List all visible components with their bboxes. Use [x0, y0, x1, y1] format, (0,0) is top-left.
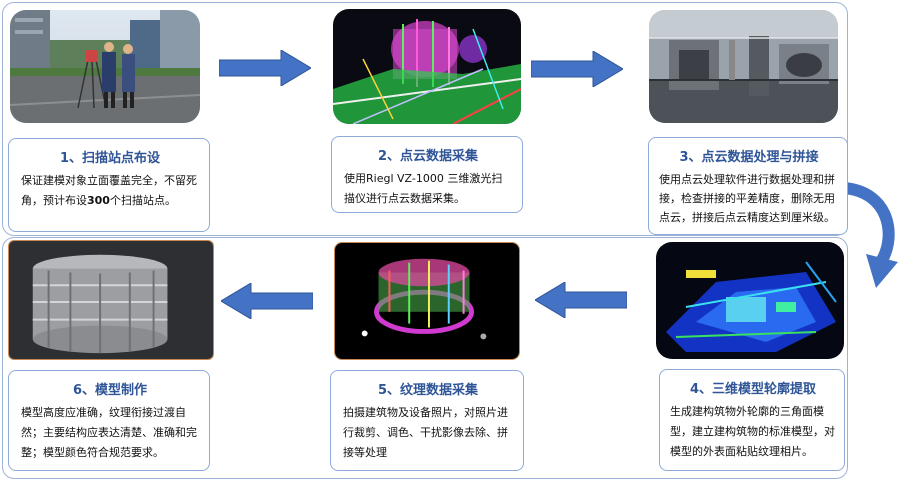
step-title: 5、纹理数据采集 — [377, 383, 479, 398]
step-card-2: 2、点云数据采集 使用Riegl VZ-1000 三维激光扫描仪进行点云数据采集… — [331, 136, 523, 213]
step-body: 使用Riegl VZ-1000 三维激光扫描仪进行点云数据采集。 — [344, 172, 503, 205]
processing-photo — [649, 10, 838, 123]
arrow-left-icon — [221, 283, 313, 319]
step-body: 使用点云处理软件进行数据处理和拼接，检查拼接的平差精度，删除无用点云，拼接后点云… — [659, 173, 835, 224]
step-body: 保证建模对象立面覆盖完全，不留死角，预计布设300个扫描站点。 — [21, 171, 199, 211]
step-card-4: 4、三维模型轮廓提取 生成建构筑物外轮廓的三角面模型，建立建构筑物的标准模型，对… — [659, 369, 845, 471]
step-body-text: 个扫描站点。 — [109, 194, 176, 207]
scan-site-photo — [10, 10, 200, 123]
step-title: 2、点云数据采集 — [377, 149, 479, 164]
arrow-right-icon — [219, 50, 311, 86]
arrow-left-icon — [535, 282, 627, 318]
step-title: 4、三维模型轮廓提取 — [689, 382, 817, 397]
site-count: 300 — [87, 194, 110, 207]
step-body: 生成建构筑物外轮廓的三角面模型，建立建构筑物的标准模型，对模型的外表面粘贴纹理相… — [670, 405, 835, 458]
step-body-text: 保证建模对象立面覆盖完全，不留死角，预计布设 — [21, 174, 197, 207]
texture-photo — [334, 242, 520, 360]
blue-model-photo — [656, 242, 844, 359]
step-title: 3、点云数据处理与拼接 — [679, 150, 819, 165]
point-cloud-photo — [333, 9, 521, 124]
step-title: 1、扫描站点布设 — [59, 151, 161, 166]
curved-down-arrow-icon — [843, 182, 898, 288]
step-card-6: 6、模型制作 模型高度应准确，纹理衔接过渡自然；主要结构应表达清楚、准确和完整；… — [8, 370, 210, 471]
arrow-right-icon — [531, 51, 623, 87]
model-render-photo — [8, 240, 214, 360]
step-body: 模型高度应准确，纹理衔接过渡自然；主要结构应表达清楚、准确和完整；模型颜色符合规… — [21, 406, 197, 459]
step-title: 6、模型制作 — [72, 383, 148, 398]
step-card-5: 5、纹理数据采集 拍摄建筑物及设备照片，对照片进行裁剪、调色、干扰影像去除、拼接… — [330, 370, 524, 471]
step-body: 拍摄建筑物及设备照片，对照片进行裁剪、调色、干扰影像去除、拼接等处理 — [343, 406, 508, 459]
step-card-1: 1、扫描站点布设 保证建模对象立面覆盖完全，不留死角，预计布设300个扫描站点。 — [8, 138, 210, 232]
step-card-3: 3、点云数据处理与拼接 使用点云处理软件进行数据处理和拼接，检查拼接的平差精度，… — [648, 137, 848, 235]
